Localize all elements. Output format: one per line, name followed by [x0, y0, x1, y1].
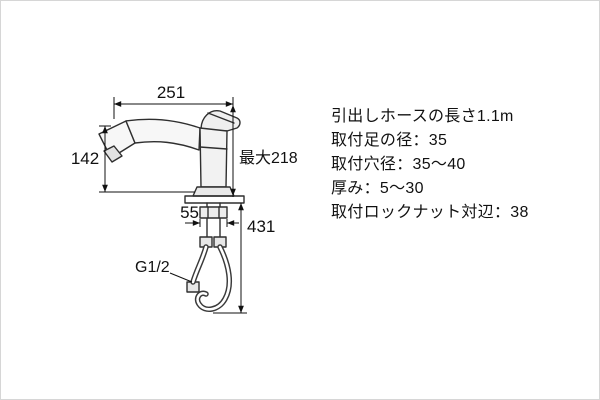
- spec-list: 引出しホースの長さ1.1m 取付足の径：35 取付穴径：35〜40 厚み：5〜3…: [331, 105, 593, 225]
- lock-nut: [199, 206, 228, 219]
- spec-line-locknut: 取付ロックナット対辺：38: [331, 204, 529, 221]
- spec-line-foot-diameter: 取付足の径：35: [331, 132, 448, 149]
- spec-line-hole-diameter: 取付穴径：35〜40: [331, 156, 466, 173]
- spray-nozzle: [103, 145, 123, 163]
- dim-label-height-left: 142: [71, 149, 99, 168]
- dim-label-thread: G1/2: [135, 259, 170, 276]
- handle: [200, 110, 241, 132]
- deck: [184, 195, 245, 204]
- dim-label-under-length: 431: [247, 217, 275, 236]
- dim-label-top-width: 251: [157, 83, 185, 102]
- dim-label-base-width: 55: [180, 203, 199, 222]
- handle-detail-line: [207, 112, 235, 124]
- spout: [125, 118, 201, 151]
- faucet-body: [199, 127, 228, 188]
- lock-nut-facets: [207, 206, 220, 219]
- dim-label-max-height: 最大218: [239, 149, 298, 167]
- hoses: [190, 244, 233, 313]
- spec-line-hose-length: 引出しホースの長さ1.1m: [331, 108, 514, 125]
- body-joint-line: [199, 146, 228, 150]
- faucet-drawing: [98, 110, 245, 293]
- base-flange: [192, 186, 235, 197]
- dimension-lines: [99, 97, 247, 314]
- leader-g12: [169, 272, 193, 283]
- spec-line-thickness: 厚み：5〜30: [331, 180, 424, 197]
